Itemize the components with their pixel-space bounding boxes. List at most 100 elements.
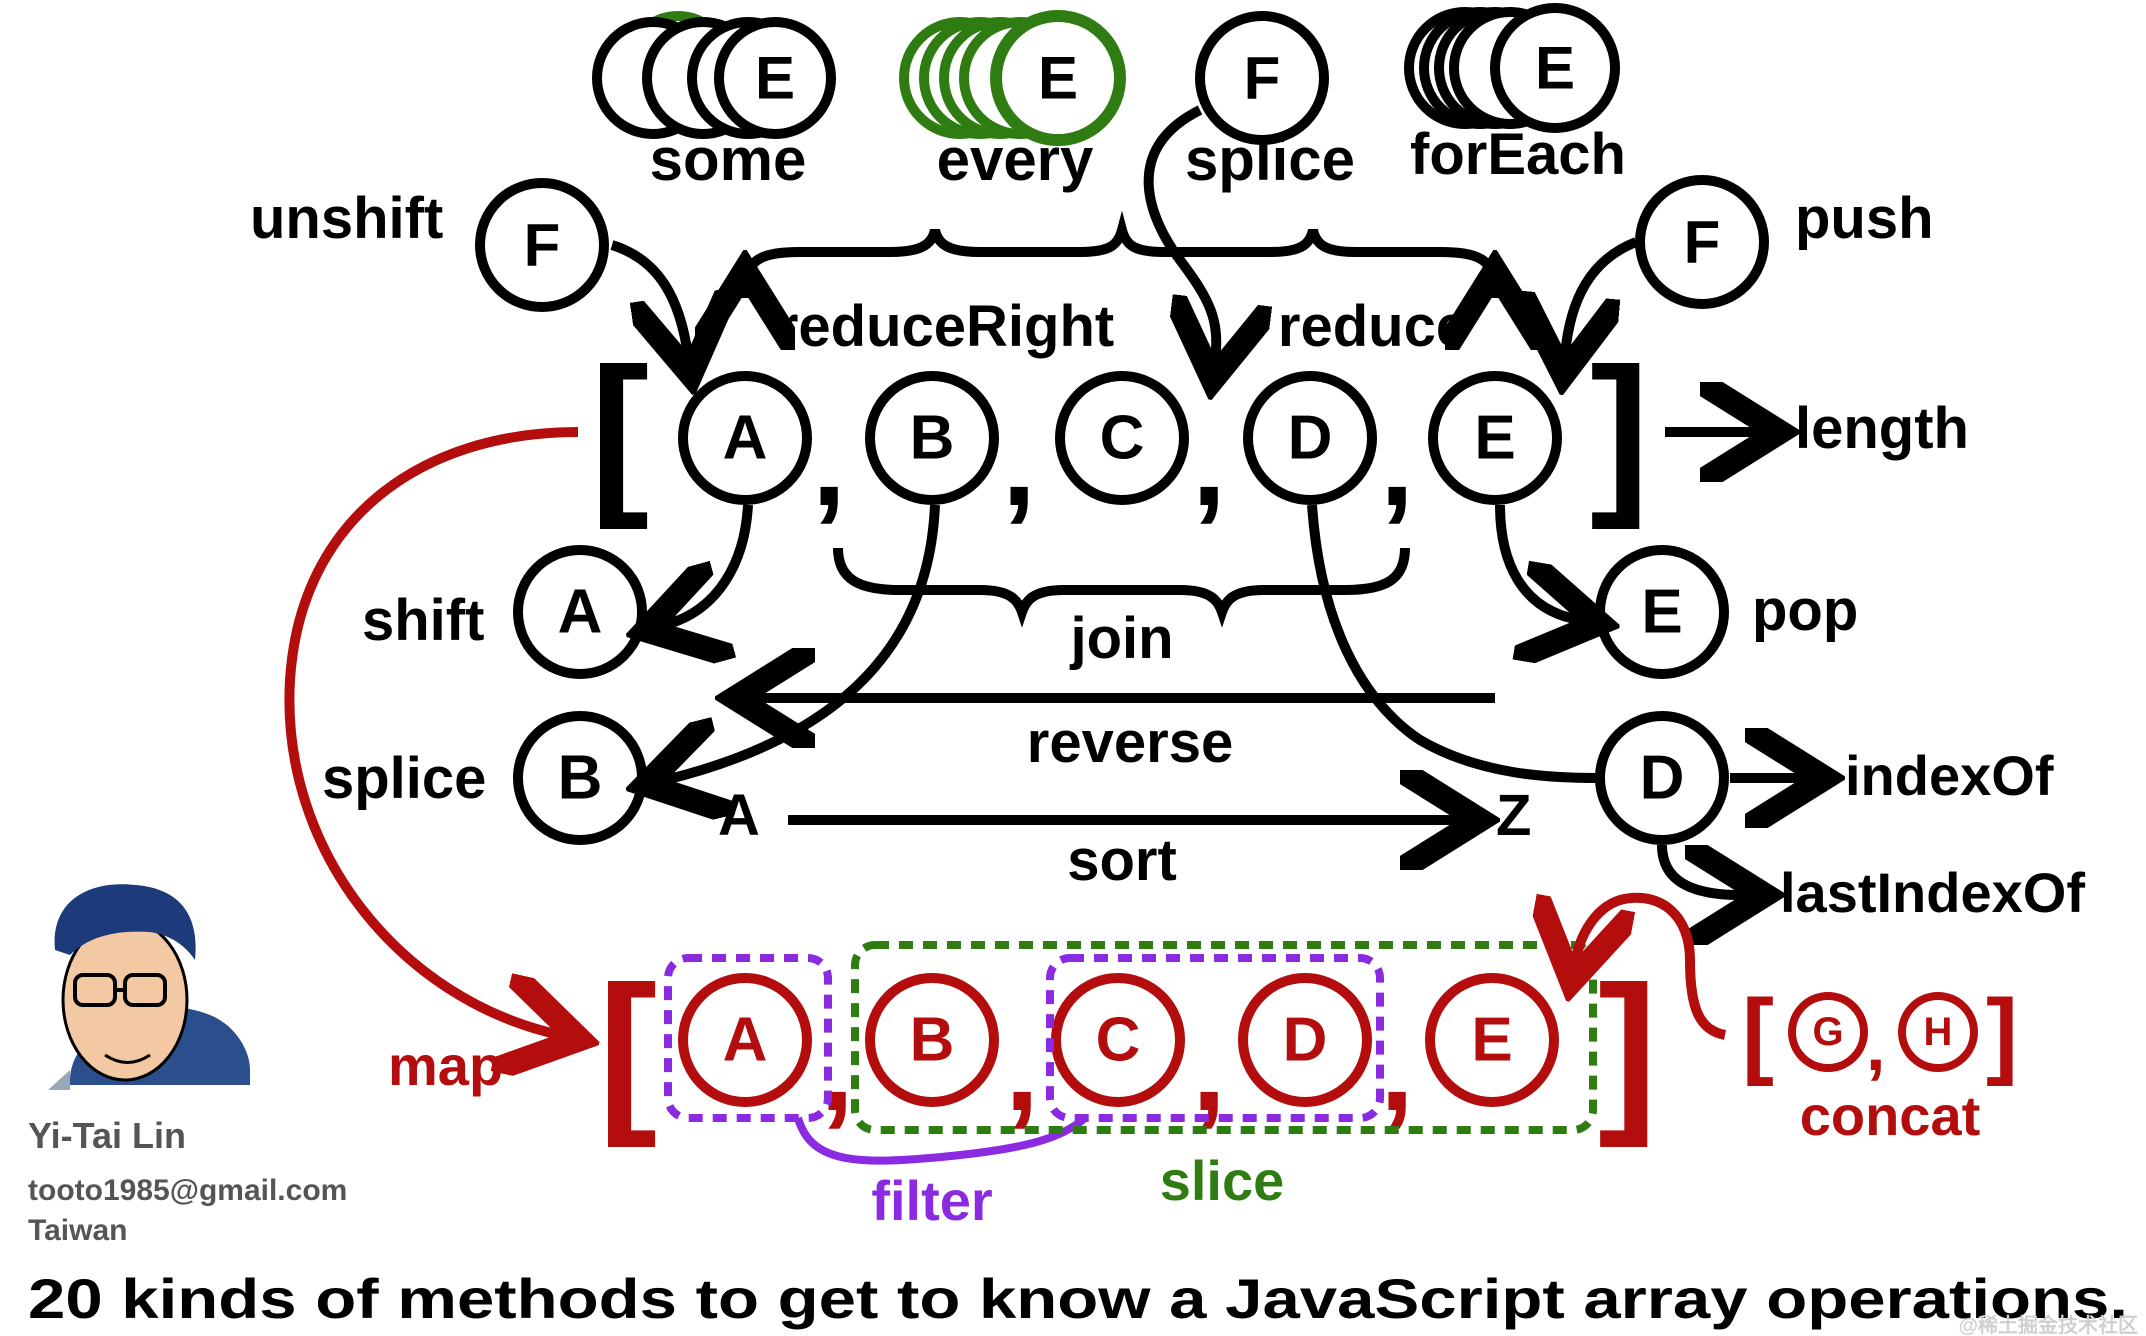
concat-node-h — [1898, 992, 1978, 1072]
indexOf-node-text: D — [1640, 744, 1685, 813]
main-array-separator: , — [1380, 395, 1414, 531]
concat-array-open-bracket: [ — [1742, 980, 1774, 1087]
pop-node-text: E — [1641, 578, 1682, 647]
avatar-collar — [48, 1070, 70, 1090]
unshift-node-text: F — [524, 212, 561, 279]
indexOf-node — [1595, 711, 1729, 845]
forEach-node-text: E — [1535, 35, 1575, 102]
splice-b-arrow — [665, 504, 940, 780]
concat-array-item: H — [1898, 992, 1978, 1072]
main-array-close-bracket: ] — [1590, 331, 1649, 530]
push-node-text: F — [1684, 209, 1721, 276]
concat-group: [ G , H ] concat — [1575, 892, 2018, 1147]
concat-node-g-text: G — [1812, 1010, 1843, 1054]
sort-group: A Z sort — [718, 783, 1531, 893]
main-array-node-d-text: D — [1288, 404, 1333, 473]
shift-arrow — [665, 504, 753, 625]
every-node — [990, 10, 1126, 146]
concat-node-g — [1788, 992, 1868, 1072]
mapped-array: [ A , B , C , D , E ] — [598, 949, 1657, 1148]
slice-label: slice — [1160, 1149, 1285, 1212]
concat-label: concat — [1800, 1084, 1981, 1147]
some-node — [714, 17, 836, 139]
main-array: [ A , B , C , D , E ] — [590, 331, 1649, 531]
map-arrow — [284, 427, 578, 1035]
every-method-group: E every — [899, 10, 1126, 193]
pop-label: pop — [1752, 578, 1858, 643]
concat-node-h-text: H — [1924, 1010, 1953, 1054]
mapped-array-node-c — [1051, 973, 1185, 1107]
shift-group: shift A — [362, 504, 753, 679]
mapped-array-node-e-text: E — [1471, 1006, 1512, 1075]
watermark: @稀土掘金技术社区 — [1958, 1313, 2138, 1336]
main-array-node-b-text: B — [910, 404, 955, 473]
filter-box-cd — [1046, 954, 1384, 1122]
filter-label: filter — [871, 1169, 992, 1232]
map-group: map — [284, 427, 578, 1097]
mapped-array-item: E — [1425, 973, 1559, 1107]
unshift-label: unshift — [250, 186, 443, 251]
mapped-array-separator: , — [1192, 1000, 1226, 1136]
splice-b-node-text: B — [558, 744, 603, 813]
filter-box-a — [664, 954, 832, 1122]
mapped-array-node-d-text: D — [1283, 1006, 1328, 1075]
push-group: F push — [1565, 175, 1934, 355]
filter-boxes: filter — [664, 954, 1384, 1232]
join-brace: join — [833, 547, 1410, 671]
splice-top-label: splice — [1185, 126, 1355, 193]
caption: 20 kinds of methods to get to know a Jav… — [28, 1267, 2128, 1330]
author-info: Yi-Tai Lin tooto1985@gmail.com Taiwan — [28, 1115, 347, 1247]
mapped-array-node-a-text: A — [723, 1006, 768, 1075]
mapped-array-node-b — [865, 973, 999, 1107]
unshift-group: unshift F — [250, 178, 688, 355]
mapped-array-open-bracket: [ — [598, 949, 657, 1148]
mapped-array-item: C — [1051, 973, 1185, 1107]
shift-node-text: A — [558, 578, 603, 647]
forEach-method-group: E forEach — [1404, 3, 1626, 187]
sort-to-label: Z — [1496, 783, 1531, 848]
mapped-array-separator: , — [1380, 1000, 1414, 1136]
splice-top-group: F splice — [1143, 11, 1355, 360]
lastIndexOf-label: lastIndexOf — [1780, 861, 2085, 924]
mapped-array-node-b-text: B — [910, 1006, 955, 1075]
unshift-node — [475, 178, 609, 312]
reduce-label: reduce — [1278, 294, 1468, 359]
mapped-array-node-a — [678, 973, 812, 1107]
main-array-separator: , — [1002, 395, 1036, 531]
mapped-array-node-c-text: C — [1096, 1006, 1141, 1075]
mapped-array-node-d — [1238, 973, 1372, 1107]
unshift-arrow — [610, 240, 688, 355]
mapped-array-close-bracket: ] — [1598, 949, 1657, 1148]
shift-label: shift — [362, 588, 484, 653]
main-array-node-b — [865, 371, 999, 505]
author-avatar — [48, 884, 250, 1090]
main-array-node-a-text: A — [723, 404, 768, 473]
map-label: map — [388, 1034, 503, 1097]
main-array-item: D — [1243, 371, 1377, 505]
avatar-mouth — [104, 1053, 151, 1064]
main-array-node-e-text: E — [1474, 404, 1515, 473]
sort-label: sort — [1067, 828, 1177, 893]
every-node-text: E — [1038, 45, 1078, 112]
main-array-separator: , — [812, 395, 846, 531]
forEach-node — [1490, 3, 1620, 133]
main-array-item: A — [678, 371, 812, 505]
length-group: length — [1665, 396, 1969, 461]
lastIndexOf-group: lastIndexOf — [1657, 844, 2085, 924]
avatar-hair — [54, 884, 196, 960]
reverse-label: reverse — [1027, 710, 1233, 775]
some-label: some — [650, 126, 807, 193]
main-array-item: E — [1428, 371, 1562, 505]
concat-arrow — [1575, 892, 1727, 1040]
splice-top-node-text: F — [1244, 45, 1281, 112]
push-label: push — [1795, 186, 1934, 251]
slice-box-bcde — [851, 941, 1597, 1134]
forEach-label: forEach — [1410, 122, 1626, 187]
mapped-array-separator: , — [1005, 1000, 1039, 1136]
join-brace-path — [833, 547, 1410, 628]
pop-group: E pop — [1495, 504, 1858, 679]
push-node — [1635, 175, 1769, 309]
reduceRight-label: reduceRight — [776, 294, 1114, 359]
lastIndexOf-arrow — [1657, 844, 1745, 895]
